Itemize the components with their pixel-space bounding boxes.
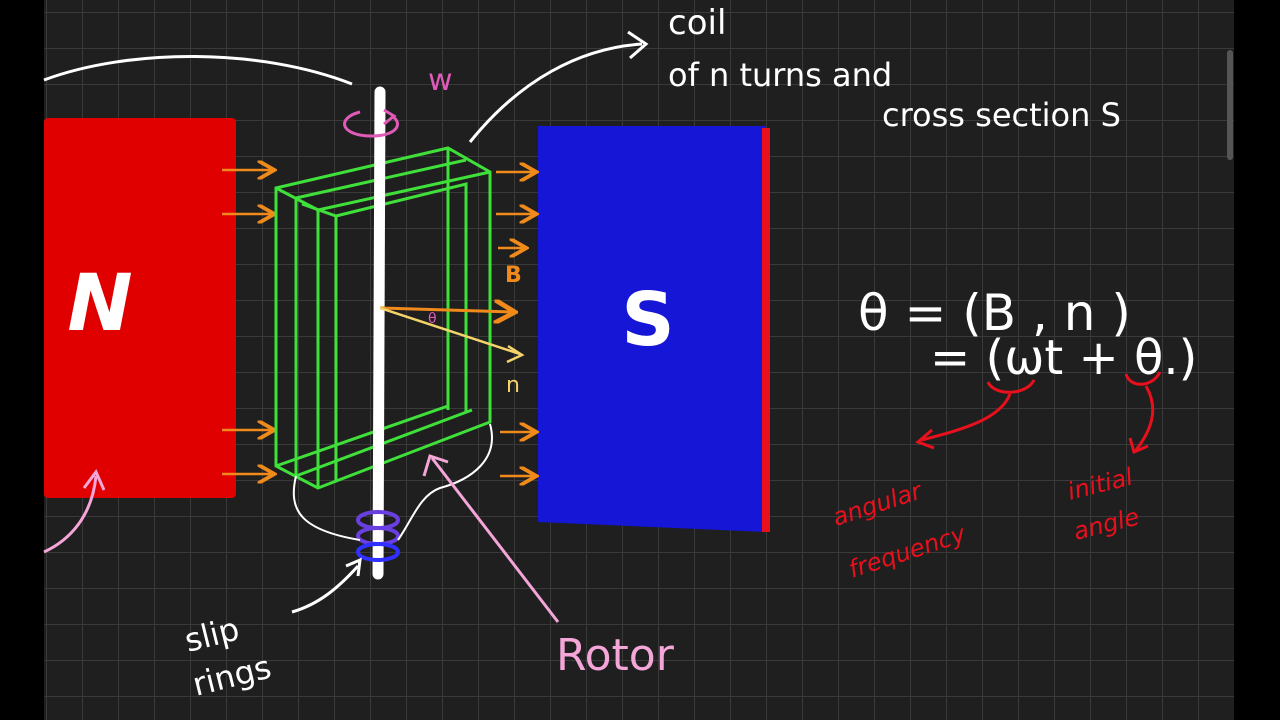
angular-frequency-label-line2: frequency (845, 519, 969, 583)
angular-frequency-arrow (921, 393, 1012, 442)
slip-rings-pointer-head (345, 557, 362, 577)
slip-ring (356, 542, 400, 562)
rotation-arrow-head (383, 108, 397, 126)
coil-turn-inner (301, 182, 468, 482)
angular-frequency-arrow-head (915, 428, 935, 450)
theta-vector-label: θ (428, 311, 437, 327)
coil-pointer-arrow (468, 42, 643, 143)
rotor-shaft (372, 86, 386, 580)
omega-label: w (428, 63, 453, 98)
initial-angle-arrow-head (1128, 437, 1149, 455)
magnet-pink-arrow-head (82, 469, 106, 491)
coil-note-line2: of n turns and (668, 56, 892, 94)
magnet-pink-arrow (43, 475, 98, 554)
coil-lead-wire (397, 423, 493, 541)
brace-theta0 (1124, 371, 1162, 386)
slip-rings-pointer-arrow (291, 564, 360, 614)
scrollbar-thumb[interactable] (1227, 50, 1233, 160)
rotation-arrow (343, 110, 399, 138)
initial-angle-label-line2: angle (1071, 503, 1142, 546)
n-vector-head (506, 344, 525, 364)
left-letterbox (0, 0, 44, 720)
slip-rings-label-line1: slip (181, 610, 243, 660)
coil-pointer-arrow-head (627, 30, 649, 60)
coil-bottom-edge (275, 404, 449, 468)
equation-line1: θ = (B , n ) (858, 284, 1131, 342)
magnet-pointer-curve (43, 55, 353, 86)
n-vector-label: n (506, 373, 520, 398)
north-magnet-body (44, 118, 236, 498)
field-arrows-right (496, 172, 534, 476)
rotor-pointer-arrow (430, 457, 560, 623)
coil-lead-wire (292, 475, 361, 541)
right-letterbox (1234, 0, 1280, 720)
south-magnet-body (538, 126, 766, 532)
n-vector-arrow (379, 306, 521, 356)
field-arrows-left (222, 170, 272, 474)
initial-angle-arrow (1134, 385, 1155, 451)
north-pole-label: N (67, 259, 132, 349)
coil-note-line1: coil (668, 3, 726, 43)
north-magnet: N (44, 118, 236, 498)
south-magnet: S (538, 126, 770, 532)
coil-note-line3: cross section S (882, 96, 1121, 134)
brace-omega-t (986, 379, 1036, 394)
angular-frequency-label-line1: angular (829, 476, 927, 532)
slip-rings (356, 510, 400, 562)
south-pole-label: S (621, 277, 674, 363)
b-vector-label: B (505, 263, 522, 288)
rotor-label: Rotor (556, 630, 675, 681)
coil (274, 146, 492, 490)
initial-angle-label-line1: initial (1065, 463, 1136, 506)
b-vector-arrow (379, 308, 512, 312)
equation-line2: = (ωt + θ.) (930, 330, 1197, 386)
rotor-pointer-head (422, 454, 449, 477)
